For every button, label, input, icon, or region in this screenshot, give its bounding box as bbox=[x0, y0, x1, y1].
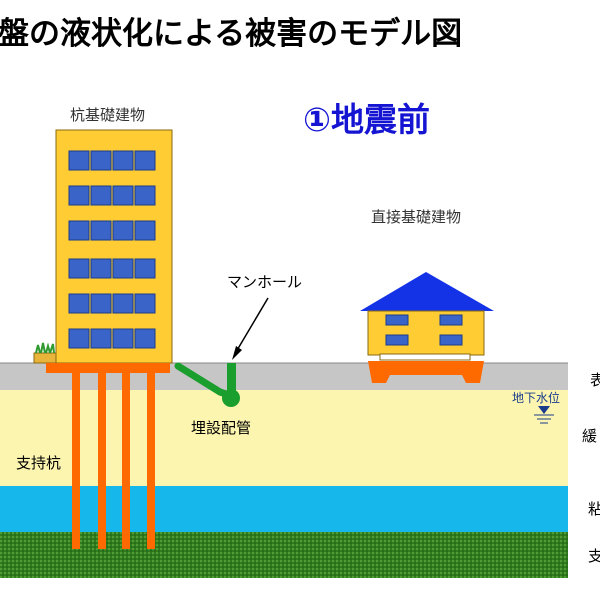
roof bbox=[360, 272, 494, 311]
pile bbox=[72, 373, 80, 549]
window bbox=[90, 293, 112, 314]
stage-label: ①地震前 bbox=[303, 100, 430, 139]
window bbox=[68, 150, 90, 171]
pile-building-windows bbox=[68, 150, 156, 349]
window bbox=[112, 220, 134, 241]
window bbox=[90, 258, 112, 279]
layer-label-clay: 粘 bbox=[588, 500, 600, 518]
layer-label-surface: 表 bbox=[590, 371, 600, 389]
window bbox=[68, 293, 90, 314]
window bbox=[68, 220, 90, 241]
support-pile-label: 支持杭 bbox=[16, 454, 61, 472]
window bbox=[134, 185, 156, 206]
window bbox=[90, 220, 112, 241]
layer-label-loose: 緩 bbox=[582, 427, 597, 445]
window bbox=[68, 185, 90, 206]
ground-layers bbox=[0, 362, 568, 578]
support-layer bbox=[0, 532, 568, 578]
pile-foundation bbox=[46, 363, 170, 549]
pile-building bbox=[55, 129, 173, 364]
window bbox=[134, 220, 156, 241]
window bbox=[90, 150, 112, 171]
grass-icon bbox=[33, 342, 57, 364]
window bbox=[134, 293, 156, 314]
buried-pipe-label: 埋設配管 bbox=[191, 419, 251, 437]
direct-building-label: 直接基礎建物 bbox=[371, 208, 461, 226]
window bbox=[439, 314, 463, 326]
groundwater-marker: 地下水位 bbox=[512, 390, 560, 424]
page-title: 盤の液状化による被害のモデル図 bbox=[0, 16, 462, 52]
window bbox=[112, 293, 134, 314]
water-layer bbox=[0, 486, 568, 532]
direct-foundation bbox=[368, 361, 484, 383]
loose-sand-layer bbox=[0, 390, 568, 486]
pile-building-label: 杭基礎建物 bbox=[70, 106, 145, 124]
pile bbox=[122, 373, 130, 549]
window bbox=[90, 185, 112, 206]
window bbox=[112, 328, 134, 349]
window bbox=[68, 328, 90, 349]
manhole bbox=[222, 389, 240, 407]
buried-pipe bbox=[174, 362, 240, 407]
layer-label-support: 支 bbox=[588, 547, 600, 565]
manhole-shaft bbox=[227, 363, 236, 395]
manhole-arrow bbox=[232, 297, 269, 360]
window bbox=[112, 150, 134, 171]
window bbox=[90, 328, 112, 349]
window bbox=[112, 185, 134, 206]
manhole-label: マンホール bbox=[227, 273, 302, 291]
window bbox=[439, 334, 463, 346]
window bbox=[68, 258, 90, 279]
direct-building bbox=[360, 272, 494, 383]
pile bbox=[98, 373, 106, 549]
window bbox=[134, 150, 156, 171]
window bbox=[134, 328, 156, 349]
pile bbox=[147, 373, 155, 549]
window bbox=[134, 258, 156, 279]
water-level-triangle-icon bbox=[538, 406, 550, 414]
groundwater-label: 地下水位 bbox=[512, 390, 560, 405]
window bbox=[385, 334, 409, 346]
window bbox=[112, 258, 134, 279]
window bbox=[385, 314, 409, 326]
